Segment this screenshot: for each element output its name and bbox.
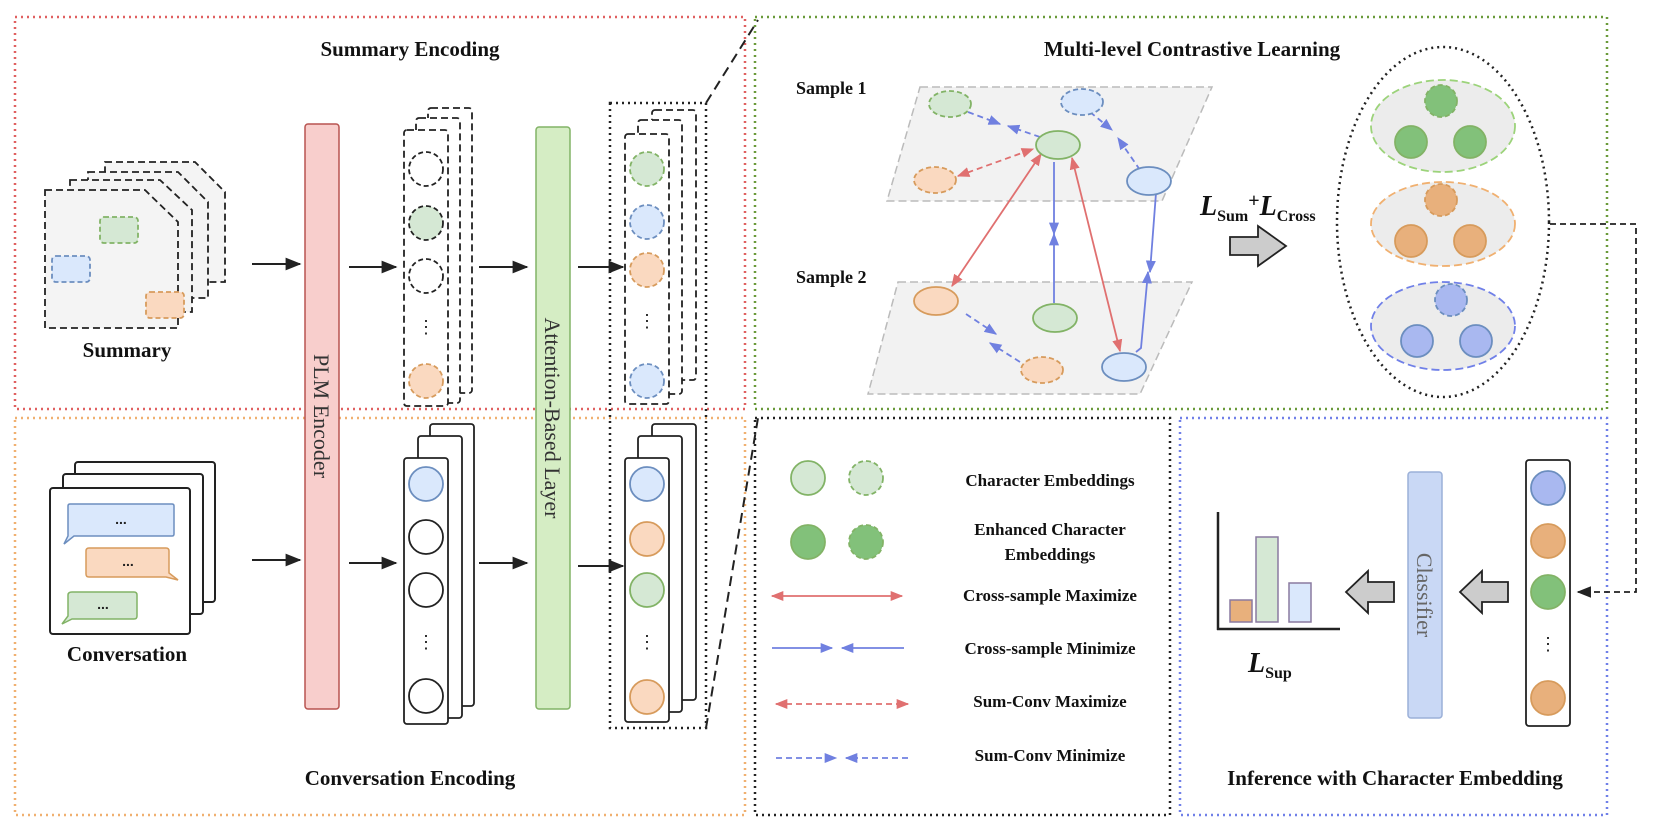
- legend-character-embeddings: Character Embeddings: [965, 471, 1135, 490]
- legend-cross-maximize: Cross-sample Maximize: [963, 586, 1137, 605]
- s2-sumconv-min-a: [965, 313, 998, 335]
- inference-title: Inference with Character Embedding: [1227, 766, 1563, 790]
- cluster-container: [1335, 45, 1551, 399]
- conversation-char-green: [629, 572, 665, 608]
- summary-snippet-green: [99, 216, 139, 244]
- legend-enh-emb-dashed: [848, 524, 884, 560]
- zoom-guide-top: [705, 19, 759, 104]
- conversation-token-2: [408, 519, 444, 555]
- summary-token-ellipsis: ⋮: [417, 317, 435, 337]
- supervised-loss: LSup: [1247, 648, 1292, 682]
- classifier-block: [1407, 471, 1443, 719]
- cross-max-left: [951, 152, 1042, 288]
- sample2-nodes: [913, 286, 1147, 384]
- summary-character-embeddings: ⋮: [624, 109, 697, 405]
- summary-token-1: [408, 151, 444, 187]
- s2-sumconv-min-b: [988, 342, 1021, 363]
- green-cluster: [1370, 79, 1516, 173]
- summary-token-3: [408, 258, 444, 294]
- contrastive-output-arrow: [1229, 224, 1288, 268]
- conversation-char-orange: [629, 521, 665, 557]
- bar-blue: [1288, 582, 1312, 623]
- prediction-bar-chart: [1216, 512, 1340, 631]
- s1-sumconv-min-right-a: [1089, 111, 1113, 131]
- contrastive-loss: LSum+LCross: [1199, 190, 1316, 225]
- summary-encoding-frame: [13, 15, 747, 411]
- legend-sumconv-minimize: Sum-Conv Minimize: [975, 746, 1126, 765]
- legend-char-emb-solid: [790, 460, 826, 496]
- conversation-label: Conversation: [67, 642, 187, 666]
- chat-bubble-blue: ...: [63, 503, 175, 545]
- character-embedding-highlight: [608, 101, 708, 730]
- classifier-label: Classifier: [1412, 553, 1437, 638]
- svg-text:...: ...: [115, 511, 127, 527]
- legend-enh-emb-solid: [790, 524, 826, 560]
- conversation-document-stack: ... ... ...: [49, 461, 216, 635]
- conversation-encoding-title: Conversation Encoding: [305, 766, 516, 790]
- legend-enhanced-line1: Enhanced Character: [974, 520, 1126, 539]
- chat-bubble-orange: ...: [85, 547, 179, 581]
- sample1-nodes: [913, 88, 1172, 196]
- summary-encoding-title: Summary Encoding: [320, 37, 500, 61]
- multilevel-title: Multi-level Contrastive Learning: [1044, 37, 1341, 61]
- svg-text:⋮: ⋮: [1539, 634, 1557, 654]
- summary-char-orange: [629, 252, 665, 288]
- conversation-token-3: [408, 572, 444, 608]
- attention-layer-block: [535, 126, 571, 710]
- summary-char-blue-2: [629, 363, 665, 399]
- cross-max-right: [1069, 156, 1123, 353]
- bar-green: [1255, 536, 1279, 623]
- inference-frame: [1178, 416, 1609, 817]
- chat-bubble-green: ...: [61, 591, 138, 625]
- s1-sumconv-min-left-b: [1006, 124, 1041, 138]
- attention-layer-label: Attention-Based Layer: [540, 318, 565, 520]
- summary-token-2: [408, 205, 444, 241]
- conversation-char-orange-2: [629, 679, 665, 715]
- sample2-label: Sample 2: [796, 267, 867, 287]
- sample1-label: Sample 1: [796, 78, 867, 98]
- conversation-character-embeddings: ⋮: [624, 423, 697, 723]
- blue-cluster: [1370, 281, 1516, 371]
- summary-label: Summary: [83, 338, 172, 362]
- orange-cluster: [1370, 181, 1516, 267]
- conversation-token-embeddings: ⋮: [403, 423, 475, 725]
- bar-orange: [1229, 599, 1253, 623]
- summary-token-embeddings: ⋮: [403, 107, 473, 407]
- conversation-char-ellipsis: ⋮: [638, 632, 656, 652]
- legend-frame: [753, 416, 1172, 817]
- conversation-token-4: [408, 678, 444, 714]
- inference-embedding-column: ⋮: [1525, 459, 1571, 727]
- legend: Character Embeddings Enhanced Character …: [770, 460, 1137, 765]
- conversation-token-1: [408, 466, 444, 502]
- embedding-to-classifier-arrow: [1458, 568, 1509, 616]
- summary-char-ellipsis: ⋮: [638, 311, 656, 331]
- summary-token-4: [408, 363, 444, 399]
- cross-min-right-b: [1135, 270, 1152, 353]
- multilevel-frame: [753, 15, 1609, 411]
- conversation-char-blue: [629, 466, 665, 502]
- summary-document-stack: [44, 161, 226, 329]
- s1-sumconv-min-left-a: [967, 111, 1002, 125]
- classifier-to-output-arrow: [1344, 568, 1395, 616]
- conversation-token-ellipsis: ⋮: [417, 632, 435, 652]
- summary-char-green: [629, 151, 665, 187]
- s1-sumconv-min-right-b: [1117, 136, 1141, 171]
- summary-snippet-orange: [145, 291, 185, 319]
- svg-text:...: ...: [97, 596, 109, 612]
- summary-char-blue: [629, 204, 665, 240]
- plm-encoder-block: [304, 123, 340, 710]
- cluster-to-inference-connector: [1550, 223, 1637, 598]
- zoom-guide-bottom: [705, 417, 759, 729]
- summary-snippet-blue: [51, 255, 91, 283]
- plm-encoder-label: PLM Encoder: [309, 354, 334, 479]
- svg-text:...: ...: [122, 553, 134, 569]
- cross-min-right-a: [1145, 192, 1157, 274]
- legend-char-emb-dashed: [848, 460, 884, 496]
- legend-enhanced-line2: Embeddings: [1005, 545, 1096, 564]
- legend-sumconv-maximize: Sum-Conv Maximize: [973, 692, 1127, 711]
- legend-cross-minimize: Cross-sample Minimize: [964, 639, 1136, 658]
